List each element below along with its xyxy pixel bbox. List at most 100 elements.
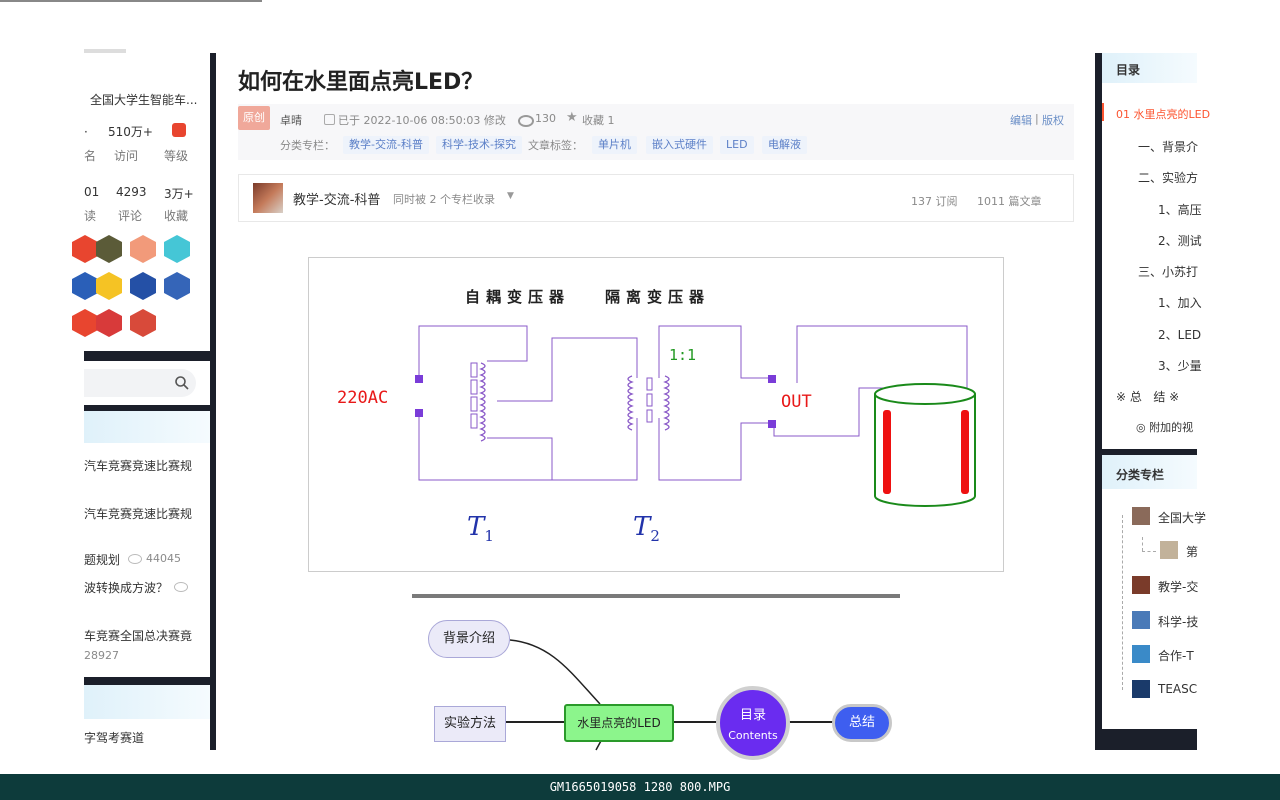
- article-tag[interactable]: 单片机: [592, 136, 637, 154]
- collect-count[interactable]: 收藏 1: [582, 114, 615, 127]
- stat-level-label: 等级: [164, 149, 189, 163]
- category-thumb[interactable]: [1132, 576, 1150, 594]
- iso-transformer-label: 隔离变压器: [605, 288, 711, 306]
- auto-transformer-label: 自耦变压器: [465, 288, 571, 306]
- mindmap-node-summary: 总结: [832, 704, 892, 742]
- toc-item[interactable]: 一、背景介: [1138, 140, 1199, 154]
- mindmap-node-center: 水里点亮的LED: [564, 704, 674, 742]
- article-title: 如何在水里面点亮LED？: [238, 70, 484, 95]
- column-articles: 1011 篇文章: [977, 195, 1042, 208]
- input-label: 220AC: [337, 388, 389, 408]
- toc-item[interactable]: 二、实验方: [1138, 171, 1199, 185]
- toc-item[interactable]: ◎ 附加的视: [1136, 421, 1194, 434]
- category-tree-line: [1142, 551, 1156, 552]
- stat-partial-1: ·: [84, 125, 88, 139]
- badge-icon: [130, 309, 156, 337]
- mindmap-diagram: 背景介绍 实验方法 水里点亮的LED 目录 Contents 总结: [412, 594, 902, 760]
- hot-articles-card: 汽车竞赛竞速比赛规 汽车竞赛竞速比赛规 题规划 44045 波转换成方波？ 车竞…: [84, 411, 210, 677]
- hot-article-link[interactable]: 车竞赛全国总决赛竟: [84, 629, 193, 643]
- circuit-diagram: 自耦变压器 隔离变压器 1:1 220AC OUT T1 T2: [308, 257, 1004, 572]
- stat-visits-label: 访问: [114, 149, 139, 163]
- stat-rank-label-partial: 名: [84, 149, 97, 163]
- column-tag[interactable]: 科学-技术-探究: [436, 136, 522, 154]
- video-filename-bar: GM1665019058 1280 800.MPG: [0, 774, 1280, 800]
- category-thumb[interactable]: [1160, 541, 1178, 559]
- category-header: [1102, 455, 1197, 489]
- edit-link[interactable]: 编辑: [1010, 114, 1032, 127]
- recent-card: 字驾考赛道: [84, 685, 210, 750]
- hot-article-link[interactable]: 汽车竞赛竞速比赛规: [84, 459, 193, 473]
- toc-item[interactable]: 1、高压: [1158, 203, 1202, 217]
- badge-icon: [72, 272, 98, 300]
- toc-item[interactable]: 3、少量: [1158, 359, 1202, 373]
- column-also[interactable]: 同时被 2 个专栏收录: [393, 193, 495, 206]
- category-item[interactable]: 科学-技: [1158, 615, 1199, 629]
- stat-comments-label: 评论: [118, 209, 143, 223]
- profile-header-cut: [84, 49, 126, 53]
- stat-collect-label: 收藏: [164, 209, 189, 223]
- hot-article-link[interactable]: 波转换成方波？: [84, 581, 169, 595]
- toc-item[interactable]: 2、LED: [1158, 328, 1202, 342]
- hot-article-views: 28927: [84, 649, 119, 662]
- search-icon[interactable]: [174, 375, 190, 391]
- tag-label: 文章标签：: [528, 139, 583, 152]
- mindmap-top-rule: [412, 594, 900, 598]
- category-tree-line: [1122, 515, 1123, 690]
- eye-icon: [174, 582, 188, 592]
- category-thumb[interactable]: [1132, 507, 1150, 525]
- toc-title: 目录: [1116, 63, 1141, 77]
- badge-icon: [164, 235, 190, 263]
- category-item[interactable]: 合作-T: [1158, 649, 1194, 663]
- chevron-down-icon[interactable]: ▼: [507, 191, 514, 201]
- article-tag[interactable]: 电解液: [762, 136, 807, 154]
- clock-icon: [324, 114, 335, 125]
- view-count: 130: [535, 112, 556, 125]
- search-input[interactable]: [84, 369, 196, 397]
- stat-partial-2-label: 读: [84, 209, 97, 223]
- category-tree-line: [1142, 537, 1143, 551]
- toc-active-bar: [1102, 103, 1104, 121]
- mindmap-toc-cn: 目录: [739, 708, 766, 723]
- category-thumb[interactable]: [1132, 645, 1150, 663]
- hot-article-views: 44045: [146, 552, 181, 565]
- column-tag[interactable]: 教学-交流-科普: [343, 136, 429, 154]
- toc-item[interactable]: 01 水里点亮的LED: [1116, 108, 1211, 121]
- toc-header: [1102, 53, 1197, 83]
- category-item[interactable]: TEASC: [1158, 682, 1198, 696]
- badge-icon: [96, 309, 122, 337]
- search-card: [84, 361, 210, 405]
- toc-item[interactable]: 2、测试: [1158, 234, 1202, 248]
- mindmap-toc-en: Contents: [728, 729, 778, 742]
- t2-subscript: 2: [650, 527, 660, 546]
- category-item[interactable]: 教学-交: [1158, 580, 1199, 594]
- column-subscribers: 137 订阅: [911, 195, 958, 208]
- recent-article-link[interactable]: 字驾考赛道: [84, 731, 145, 745]
- stat-visits-num: 510万+: [108, 125, 153, 139]
- column-avatar[interactable]: [253, 183, 283, 213]
- hot-article-link[interactable]: 题规划: [84, 553, 121, 567]
- toc-item[interactable]: 三、小苏打: [1138, 265, 1199, 279]
- blog-title-link[interactable]: 全国大学生智能车...: [90, 93, 198, 107]
- category-thumb[interactable]: [1132, 680, 1150, 698]
- toc-panel: 目录 01 水里点亮的LED 一、背景介 二、实验方 1、高压 2、测试 三、小…: [1102, 53, 1211, 449]
- column-label: 分类专栏：: [280, 139, 335, 152]
- category-item[interactable]: 第: [1186, 545, 1199, 559]
- article-tag[interactable]: LED: [720, 136, 754, 154]
- toc-item[interactable]: 1、加入: [1158, 296, 1202, 310]
- toc-item[interactable]: ※ 总 结 ※: [1116, 390, 1180, 404]
- mindmap-node-toc: 目录 Contents: [716, 686, 790, 760]
- column-name[interactable]: 教学-交流-科普: [293, 193, 381, 208]
- copyright-link[interactable]: 版权: [1042, 114, 1064, 127]
- category-thumb[interactable]: [1132, 611, 1150, 629]
- column-card[interactable]: 教学-交流-科普 同时被 2 个专栏收录 ▼ 137 订阅 1011 篇文章: [238, 174, 1074, 222]
- badge-icon: [96, 235, 122, 263]
- output-label: OUT: [781, 392, 812, 412]
- badge-icon: [130, 235, 156, 263]
- hot-articles-header: [84, 411, 210, 443]
- author-name[interactable]: 卓晴: [280, 114, 302, 127]
- star-icon[interactable]: ★: [566, 110, 578, 125]
- eye-icon: [518, 115, 534, 127]
- article-tag[interactable]: 嵌入式硬件: [646, 136, 713, 154]
- hot-article-link[interactable]: 汽车竞赛竞速比赛规: [84, 507, 193, 521]
- category-item[interactable]: 全国大学: [1158, 511, 1207, 525]
